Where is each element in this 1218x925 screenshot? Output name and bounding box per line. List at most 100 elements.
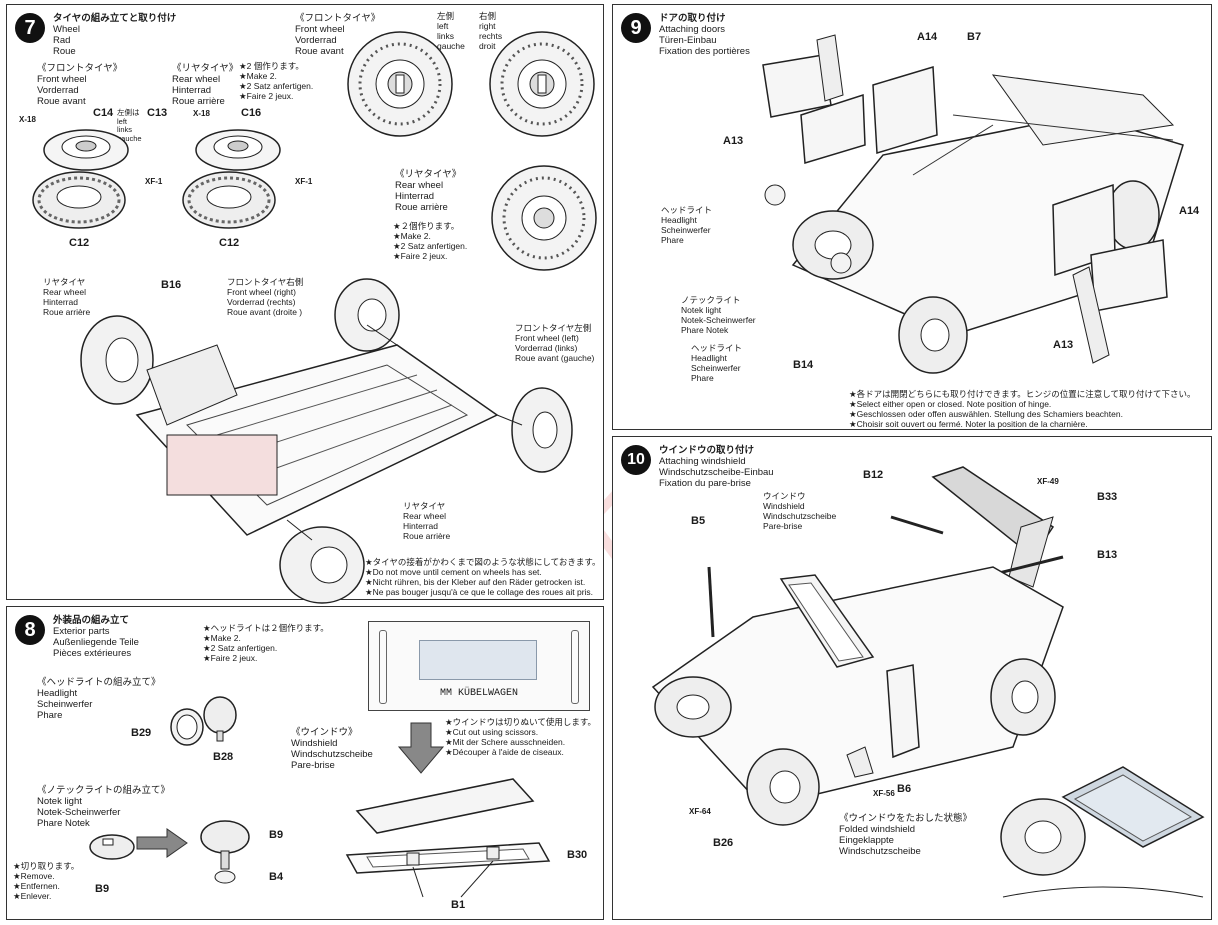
folded-windshield-drawing [1000, 766, 1205, 898]
rear-right-en: Rear wheel [395, 180, 444, 191]
step9-title: ドアの取り付け Attaching doors Türen-Einbau Fix… [659, 13, 750, 57]
s9-notek-jp: ノテックライト [681, 295, 741, 305]
cut-de: ★Mit der Schere ausschneiden. [445, 737, 566, 747]
c14-note: 左側は left links gauche [117, 108, 142, 143]
plate-window [419, 640, 537, 680]
b7-label: B7 [967, 31, 982, 43]
xf1-label-a: XF-1 [145, 177, 163, 186]
a14-label-a: A14 [917, 31, 938, 43]
s9-title-en: Attaching doors [659, 24, 726, 35]
rear-wheel-title-jp: 《リヤタイヤ》 [172, 63, 239, 74]
step7-title-en: Wheel [53, 24, 80, 35]
s8-make-jp: ★ヘッドライトは２個作ります。 [203, 623, 329, 633]
rm-de: ★Entfernen. [13, 881, 60, 891]
c14-note-jp: 左側は [117, 108, 140, 117]
s8-make-fr: ★Faire 2 jeux. [203, 653, 258, 663]
hl-de: Scheinwerfer [37, 699, 93, 710]
s10-fold-fr: Windschutzscheibe [839, 846, 921, 857]
left-side-label: 左側 left links gauche [437, 11, 465, 51]
plate-slot-left [379, 630, 387, 704]
rw-b-fr: Roue arrière [403, 531, 451, 541]
front-wheel-title-de: Vorderrad [37, 85, 79, 96]
step7-panel: 7 タイヤの組み立てと取り付け Wheel Rad Roue 《フロントタイヤ》… [6, 4, 604, 604]
rear-right-jp: 《リヤタイヤ》 [395, 169, 462, 180]
folded-windshield-label: 《ウインドウをたおした状態》 Folded windshield Eingekl… [839, 813, 972, 857]
step8-title: 外装品の組み立て Exterior parts Außenliegende Te… [53, 615, 139, 659]
s10-fold-jp: 《ウインドウをたおした状態》 [839, 813, 973, 824]
headlight-parts-drawing [170, 696, 237, 746]
front-wheel-title-jp: 《フロントタイヤ》 [37, 63, 123, 74]
cut-jp: ★ウインドウは切りぬいて使用します。 [445, 717, 597, 727]
notek-jp: 《ノテックライトの組み立て》 [37, 785, 171, 796]
car-doors-drawing [762, 34, 1184, 374]
rear-wheel-label-a: リヤタイヤ Rear wheel Hinterrad Roue arrière [43, 277, 90, 317]
windshield-frame-drawing [345, 778, 551, 898]
rear-wheel-label-b: リヤタイヤ Rear wheel Hinterrad Roue arrière [403, 501, 450, 541]
s8-title-en: Exterior parts [53, 626, 110, 637]
step8-number: 8 [15, 615, 45, 645]
s10-win-fr: Pare-brise [763, 521, 803, 531]
s8-make-de: ★2 Satz anfertigen. [203, 643, 278, 653]
xf64-label: XF-64 [689, 807, 711, 816]
fl-en: Front wheel (left) [515, 333, 579, 343]
front-wheel-right-drawing [489, 31, 595, 137]
step10-panel: 10 ウインドウの取り付け Attaching windshield Winds… [612, 436, 1212, 920]
xf1-label-b: XF-1 [295, 177, 313, 186]
headlight-assembly-title: 《ヘッドライトの組み立て》 Headlight Scheinwerfer Pha… [37, 677, 161, 721]
headlight-label-b: ヘッドライト Headlight Scheinwerfer Phare [691, 343, 742, 383]
c14-note-de: links [117, 125, 133, 134]
s7-note-de: ★Nicht rühren, bis der Kleber auf den Rä… [365, 577, 586, 587]
s10-win-en: Windshield [763, 501, 805, 511]
b9-label-b: B9 [269, 829, 284, 841]
fr-de: Vorderrad (rechts) [227, 297, 296, 307]
b12-label: B12 [863, 469, 884, 481]
rw-b-en: Rear wheel [403, 511, 446, 521]
s9-title-jp: ドアの取り付け [659, 13, 726, 24]
hl-fr: Phare [37, 710, 63, 721]
front-wheel-left-label: フロントタイヤ左側 Front wheel (left) Vorderrad (… [515, 323, 594, 363]
x18-label-b: X-18 [193, 109, 210, 118]
step10-number: 10 [621, 445, 651, 475]
s7-note-fr: ★Ne pas bouger jusqu'à ce que le collage… [365, 587, 594, 597]
notek-part-drawing [89, 834, 135, 860]
b5-label: B5 [691, 515, 706, 527]
s9-hla-fr: Phare [661, 235, 684, 245]
front-wheel-right-label: フロントタイヤ右側 Front wheel (right) Vorderrad … [227, 277, 303, 317]
s9-title-de: Türen-Einbau [659, 35, 717, 46]
front-wheel-title: 《フロントタイヤ》 Front wheel Vorderrad Roue ava… [37, 63, 122, 107]
s9-notek-de: Notek-Scheinwerfer [681, 315, 756, 325]
rear-wheel-make: ★2 個作ります。 ★Make 2. ★2 Satz anfertigen. ★… [239, 61, 313, 101]
right-side-label: 右側 right rechts droit [479, 11, 502, 51]
s10-title-fr: Fixation du pare-brise [659, 478, 751, 489]
s10-win-jp: ウインドウ [763, 491, 806, 501]
fl-jp: フロントタイヤ左側 [515, 323, 592, 333]
rw-b-de: Hinterrad [403, 521, 438, 531]
rw-a-de: Hinterrad [43, 297, 78, 307]
rear-make-jp: ★2 個作ります。 [239, 61, 304, 71]
a13-label-a: A13 [723, 135, 744, 147]
b9-label-a: B9 [95, 883, 110, 895]
ws-en: Windshield [291, 738, 338, 749]
rear-wheel-title-de: Hinterrad [172, 85, 212, 96]
rear-wheel-title: 《リヤタイヤ》 Rear wheel Hinterrad Roue arrièr… [172, 63, 238, 107]
front-top-de: Vorderrad [295, 35, 337, 46]
step7-title: タイヤの組み立てと取り付け Wheel Rad Roue [53, 13, 176, 57]
s9-hlb-jp: ヘッドライト [691, 343, 743, 353]
left-fr: gauche [437, 41, 465, 51]
s9-notek-en: Notek light [681, 305, 722, 315]
right-jp: 右側 [479, 11, 497, 21]
rear-hub-drawing [195, 129, 281, 171]
s9-hla-jp: ヘッドライト [661, 205, 713, 215]
ws-de: Windschutzscheibe [291, 749, 373, 760]
s8-title-fr: Pièces extérieures [53, 648, 132, 659]
s9-notek-fr: Phare Notek [681, 325, 729, 335]
hl-jp: 《ヘッドライトの組み立て》 [37, 677, 161, 688]
fr-en: Front wheel (right) [227, 287, 296, 297]
cut-en: ★Cut out using scissors. [445, 727, 539, 737]
notek-de: Notek-Scheinwerfer [37, 807, 121, 818]
step7-number: 7 [15, 13, 45, 43]
notek-en: Notek light [37, 796, 82, 807]
rw-a-jp: リヤタイヤ [43, 277, 86, 287]
plate-slot-right [571, 630, 579, 704]
front-tire-drawing [32, 171, 126, 229]
